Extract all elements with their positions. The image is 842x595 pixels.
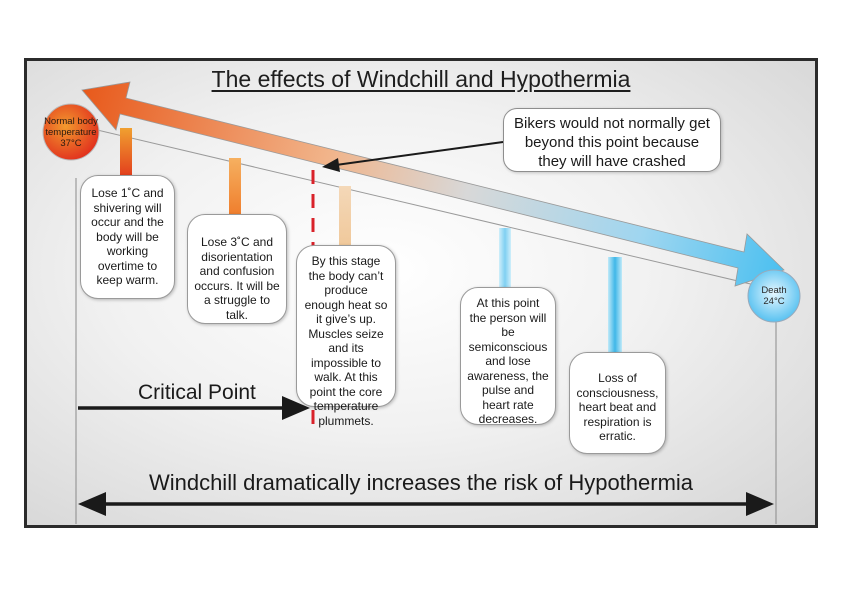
normal-temperature-value: 37°C: [60, 137, 82, 149]
stage-2-box: Lose 3˚C and disorientation and confusio…: [187, 214, 287, 324]
death-label: Death: [761, 285, 787, 296]
normal-temperature-label-line-2: temperature: [45, 126, 97, 138]
biker-note-pointer-line: [335, 141, 504, 166]
temperature-slope-line: [75, 124, 777, 291]
biker-note-callout: Bikers would not normally get beyond thi…: [503, 108, 721, 172]
normal-temperature-label: Normal body temperature 37°C: [43, 104, 99, 160]
death-temperature-label: Death 24°C: [748, 270, 800, 322]
stage-3-box: By this stage the body can’t produce eno…: [296, 245, 396, 428]
normal-temperature-circle: [42, 103, 100, 161]
stage-4-box: At this point the person will be semicon…: [460, 287, 556, 426]
stage-5-temperature-bar: [608, 257, 622, 353]
page-title: The effects of Windchill and Hypothermia: [211, 66, 631, 92]
critical-point-label: Critical Point: [138, 381, 256, 404]
stage-1-box: Lose 1˚C and shivering will occur and th…: [80, 175, 175, 299]
windchill-risk-label: Windchill dramatically increases the ris…: [148, 470, 694, 495]
death-temperature-value: 24°C: [763, 296, 785, 307]
biker-note-line-3: they will have crashed: [538, 153, 686, 170]
stage-5-box: Loss of consciousness, heart beat and re…: [569, 352, 666, 454]
bottom-arrow-left-head: [78, 492, 106, 516]
stage-1-temperature-bar: [120, 128, 132, 178]
bottom-arrow-right-head: [746, 492, 774, 516]
temperature-gradient-arrow: [81, 81, 785, 287]
biker-note-line-1: Bikers would not normally get: [514, 115, 710, 132]
biker-note-pointer-arrowhead: [322, 158, 340, 172]
stage-4-temperature-bar: [499, 228, 511, 290]
stage-3-temperature-bar: [339, 186, 351, 248]
death-temperature-circle: [747, 269, 801, 323]
normal-temperature-label-line-1: Normal body: [44, 115, 98, 127]
stage-2-temperature-bar: [229, 158, 241, 216]
biker-note-line-2: beyond this point because: [524, 134, 700, 151]
critical-point-arrowhead: [282, 396, 310, 420]
